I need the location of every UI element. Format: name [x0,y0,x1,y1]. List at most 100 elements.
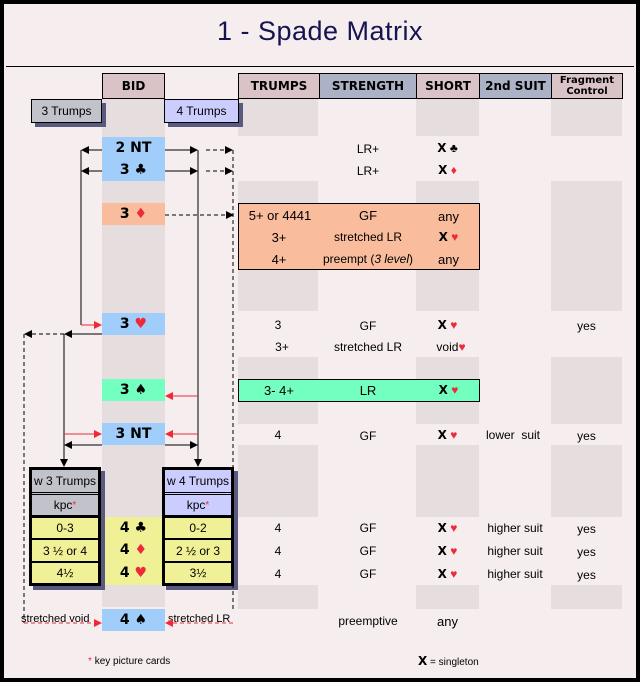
row-4s-short: any [437,614,458,629]
singleton-marker: X [437,521,447,535]
fragment-column-stripe [551,181,622,311]
row-3nt-trumps: 4 [274,428,282,442]
singleton-marker: X [437,141,447,155]
asterisk-icon: * [88,656,92,667]
row-3d-trumps-1: 5+ or 4441 [248,208,312,223]
fragment-column-stripe [551,585,622,609]
header-fragment-line1: Fragment [559,75,615,86]
kpc-3-trumps-title: w 3 Trumps [32,470,98,492]
kpc-4-trumps-kpc: kpc* [165,492,231,515]
row-3h-trumps-1: 3 [274,318,282,332]
row-2nt-strength: LR+ [356,142,380,156]
heart-icon: ♥ [450,428,458,442]
bid-4-clubs[interactable]: 4 ♣ [102,517,165,539]
asterisk-icon: * [72,499,77,511]
bid-2nt-label: 2 NT [115,140,152,156]
kpc-table-3-trumps: w 3 Trumps kpc* 0-3 3 ½ or 4 4½ [29,467,101,586]
row-4d-strength: GF [359,544,377,558]
short-column-stripe [416,585,479,609]
bid-level: 3 [119,162,130,178]
row-3h-short-2: void♥ [416,340,486,354]
fragment-column-stripe [551,445,622,517]
row-3h-short-1: X ♥ [416,318,479,332]
header-fragment-line2: Control [566,86,608,97]
heart-icon: ♥ [450,318,458,332]
bid-3-spades[interactable]: 3 ♠ [102,379,165,401]
bid-4-diamonds[interactable]: 4 ♦ [102,539,165,561]
strength-level: 3 level [374,252,410,266]
matrix-page: 1 - Spade Matrix BID TRUMPS STRENGTH SHO… [4,4,636,678]
header-fragment-control: Fragment Control [551,73,623,99]
row-4c-strength: GF [359,521,377,535]
row-3s-box: 3- 4+ LR X ♥ [238,379,480,402]
row-4h-strength: GF [359,567,377,581]
bid-3-clubs[interactable]: 3 ♣ [102,159,165,181]
header-strength: STRENGTH [319,73,417,99]
bid-level: 3 [119,316,130,332]
kpc-3-trumps-value: 4½ [32,561,98,583]
kpc-table-4-trumps: w 4 Trumps kpc* 0-2 2 ½ or 3 3½ [162,467,234,586]
kpc-4-trumps-title: w 4 Trumps [165,470,231,492]
row-3d-strength-2: stretched LR [333,230,403,244]
row-4d-fragment: yes [577,545,596,559]
label-stretched-lr: stretched LR [168,613,231,625]
fragment-column-stripe [551,99,622,136]
row-3nt-short: X ♥ [416,428,479,442]
row-4d-short: X ♥ [416,544,479,558]
heart-icon: ♥ [458,340,466,354]
legend-kpc-text: key picture cards [94,656,171,667]
row-3nt-strength: GF [359,429,377,443]
row-3d-trumps-3: 4+ [271,252,287,267]
short-column-stripe [416,445,479,517]
row-2nt-short: X ♣ [416,141,479,155]
diamond-icon: ♦ [134,542,148,558]
kpc-4-trumps-value: 2 ½ or 3 [165,538,231,561]
heart-icon: ♥ [450,567,458,581]
heart-icon: ♥ [134,565,148,581]
row-3h-fragment-1: yes [577,319,596,333]
trumps-column-stripe [238,99,318,136]
short-column-stripe [416,99,479,136]
asterisk-icon: * [205,499,210,511]
bid-2nt[interactable]: 2 NT [102,137,165,159]
legend-singleton-text: = singleton [430,657,479,668]
singleton-marker: X [437,318,447,332]
header-bid: BID [102,73,165,99]
kpc-label: kpc [53,498,73,512]
legend-singleton: X = singleton [418,654,479,668]
singleton-marker: X [437,428,447,442]
bid-4-hearts[interactable]: 4 ♥ [102,562,165,584]
row-4h-second-suit: higher suit [487,567,543,581]
kpc-3-trumps-value: 0-3 [32,515,98,538]
tag-4-trumps: 4 Trumps [164,99,239,123]
row-3nt-second-suit: lower suit [485,428,541,442]
row-3d-strength-3: preempt (3 level) [317,252,419,266]
singleton-marker: X [418,654,428,668]
row-4c-trumps: 4 [274,521,282,535]
trumps-column-stripe [238,271,318,311]
bid-3-diamonds[interactable]: 3 ♦ [102,203,165,225]
row-4h-fragment: yes [577,568,596,582]
heart-icon: ♥ [134,316,148,332]
fragment-column-stripe [551,357,622,424]
short-column-stripe [416,271,479,311]
row-3h-trumps-2: 3+ [275,340,289,354]
kpc-4-trumps-value: 0-2 [165,515,231,538]
row-4h-short: X ♥ [416,567,479,581]
row-3s-trumps: 3- 4+ [264,383,294,398]
row-4d-trumps: 4 [274,544,282,558]
kpc-3-trumps-kpc: kpc* [32,492,98,515]
diamond-icon: ♦ [450,163,457,177]
bid-3-hearts[interactable]: 3 ♥ [102,313,165,335]
row-3d-strength-1: GF [358,208,378,223]
singleton-marker: X [438,163,448,177]
trumps-column-stripe [238,445,318,517]
bid-level: 4 [119,542,130,558]
bid-4-spades[interactable]: 4 ♠ [102,609,165,631]
page-title: 1 - Spade Matrix [216,16,424,46]
trumps-column-stripe [238,585,318,609]
strength-text-end: ) [409,252,414,266]
row-3d-box: 5+ or 4441 GF any 3+ stretched LR X ♥ 4+… [238,203,480,270]
bid-3nt[interactable]: 3 NT [102,423,165,445]
heart-icon: ♥ [450,521,458,535]
